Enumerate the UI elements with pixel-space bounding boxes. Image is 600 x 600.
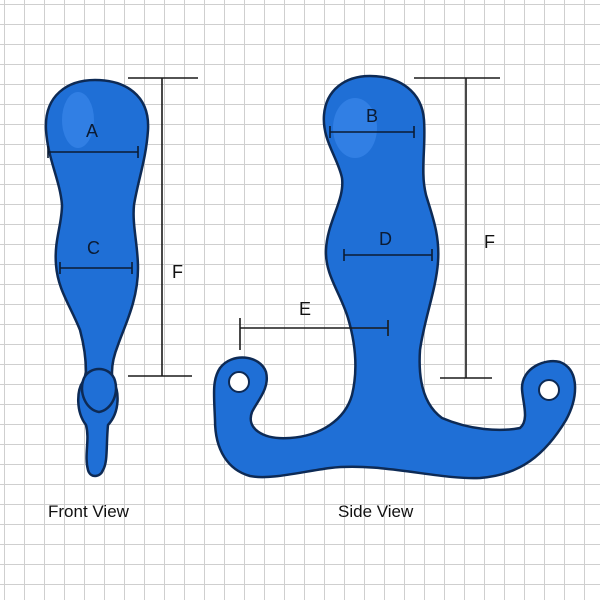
front-view-shine bbox=[62, 92, 94, 148]
front-label-c: C bbox=[87, 238, 100, 258]
side-view-shine bbox=[333, 98, 377, 158]
side-view: B D E F bbox=[212, 74, 577, 480]
side-view-caption: Side View bbox=[338, 502, 414, 521]
front-label-a: A bbox=[86, 121, 98, 141]
side-label-e: E bbox=[299, 299, 311, 319]
side-view-right-handle-hole bbox=[538, 379, 560, 401]
front-view: A C F bbox=[44, 77, 198, 478]
side-view-left-handle-hole bbox=[228, 371, 250, 393]
front-view-body bbox=[44, 78, 150, 478]
side-label-d: D bbox=[379, 229, 392, 249]
front-label-f: F bbox=[172, 262, 183, 282]
side-view-body bbox=[212, 74, 577, 480]
front-view-base-lobe bbox=[80, 367, 118, 414]
side-label-b: B bbox=[366, 106, 378, 126]
front-view-caption: Front View bbox=[48, 502, 129, 521]
side-label-f: F bbox=[484, 232, 495, 252]
